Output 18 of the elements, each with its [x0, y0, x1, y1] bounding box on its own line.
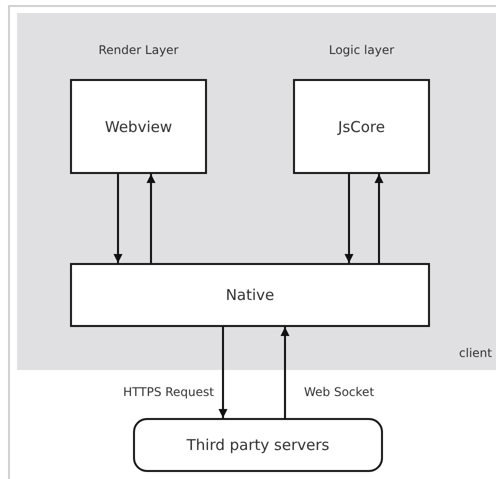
arrow — [374, 174, 384, 263]
layer-heading: Render Layer — [98, 43, 180, 57]
layer-heading: Logic layer — [328, 43, 396, 57]
arrow — [280, 327, 290, 418]
arrow — [344, 174, 354, 263]
container-region — [17, 13, 496, 370]
box-label: JsCore — [338, 118, 385, 136]
edge-label: Web Socket — [304, 385, 374, 399]
box-label: Webview — [104, 118, 172, 136]
arrow — [218, 327, 228, 418]
rounded-box — [133, 418, 383, 472]
container-label: client — [459, 346, 492, 360]
edge-label: HTTPS Request — [123, 385, 214, 399]
box-label: Native — [226, 286, 274, 304]
box-label: Third party servers — [186, 436, 330, 454]
arrow — [146, 174, 156, 263]
arrow — [114, 174, 122, 263]
process-box — [70, 263, 430, 327]
